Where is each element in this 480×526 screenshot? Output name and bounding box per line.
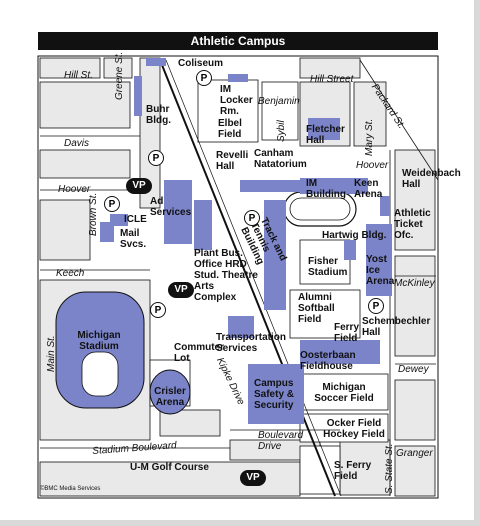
place-ferry: Ferry Field <box>334 322 360 344</box>
place-ocker: Ocker Field Hockey Field <box>323 418 385 440</box>
place-oosterbaan: Oosterbaan Fieldhouse <box>300 350 356 372</box>
place-hartwig: Hartwig Bldg. <box>322 230 387 241</box>
place-campus-safety: Campus Safety & Security <box>254 378 295 411</box>
street-benjamin: Benjamin <box>258 96 300 107</box>
place-im-building: IM Building <box>306 178 346 200</box>
place-michigan-stadium: Michigan Stadium <box>77 330 121 352</box>
street-brown: Brown St. <box>88 192 99 236</box>
street-granger: Granger <box>396 448 433 459</box>
place-fisher: Fisher Stadium <box>308 256 348 278</box>
place-canham: Canham Natatorium <box>254 148 307 170</box>
map-title: Athletic Campus <box>38 32 438 50</box>
parking-icon: P <box>368 298 384 314</box>
place-buhr: Buhr Bldg. <box>146 104 171 126</box>
street-main: Main St. <box>46 335 57 372</box>
place-ad-services: Ad Services <box>150 196 192 218</box>
place-fletcher: Fletcher Hall <box>306 124 345 146</box>
street-mary: Mary St. <box>364 118 375 156</box>
railroad <box>159 59 336 497</box>
street-greene: Greene St. <box>114 51 125 100</box>
place-mail: Mail Svcs. <box>120 228 147 250</box>
place-athletic-ticket: Athletic Ticket Ofc. <box>394 208 431 241</box>
place-revelli: Revelli Hall <box>216 150 249 172</box>
place-weidenbach: Weidenbach Hall <box>402 168 461 190</box>
street-sybil: Sybil <box>276 120 287 142</box>
street-davis: Davis <box>64 138 90 149</box>
place-coliseum: Coliseum <box>178 58 224 69</box>
place-transportation: Transportation Services <box>216 332 287 354</box>
street-hoover-west: Hoover <box>58 184 91 195</box>
parking-icon: P <box>148 150 164 166</box>
street-hill: Hill St. <box>64 70 93 81</box>
parking-icon: P <box>104 196 120 212</box>
place-keen: Keen Arena <box>354 178 383 200</box>
place-schembechler: Schembechler Hall <box>362 316 431 338</box>
place-s-ferry: S. Ferry Field <box>334 460 372 482</box>
visitor-parking-icon: VP <box>126 178 152 194</box>
place-commuter: Commuter Lot <box>174 342 225 364</box>
street-hoover-east: Hoover <box>356 160 389 171</box>
buildings <box>100 58 392 424</box>
street-dewey: Dewey <box>398 364 429 375</box>
michigan-stadium-shape <box>55 291 145 409</box>
place-soccer: Michigan Soccer Field <box>314 382 374 404</box>
place-icle: ICLE <box>124 214 147 225</box>
parking-icon: P <box>244 210 260 226</box>
visitor-parking-icon: VP <box>168 282 194 298</box>
copyright: ©BMC Media Services <box>40 486 101 492</box>
street-hill-street: Hill Street <box>310 74 354 85</box>
parking-icon: P <box>150 302 166 318</box>
place-plant-complex: Plant Bus. Office HRD Stud. Theatre Arts… <box>194 248 258 303</box>
street-mckinley: McKinley <box>394 278 435 289</box>
street-boulevard-drive: Boulevard Drive <box>258 430 304 452</box>
place-im-locker: IM Locker Rm. <box>220 84 253 117</box>
place-crisler: Crisler Arena <box>154 386 186 408</box>
street-state: S. State St. <box>384 443 395 494</box>
place-golf: U-M Golf Course <box>130 462 209 473</box>
parking-icon: P <box>196 70 212 86</box>
street-keech: Keech <box>56 268 85 279</box>
place-elbel: Elbel Field <box>218 118 242 140</box>
place-yost: Yost Ice Arena <box>366 254 395 287</box>
place-alumni: Alumni Softball Field <box>298 292 335 325</box>
visitor-parking-icon: VP <box>240 470 266 486</box>
